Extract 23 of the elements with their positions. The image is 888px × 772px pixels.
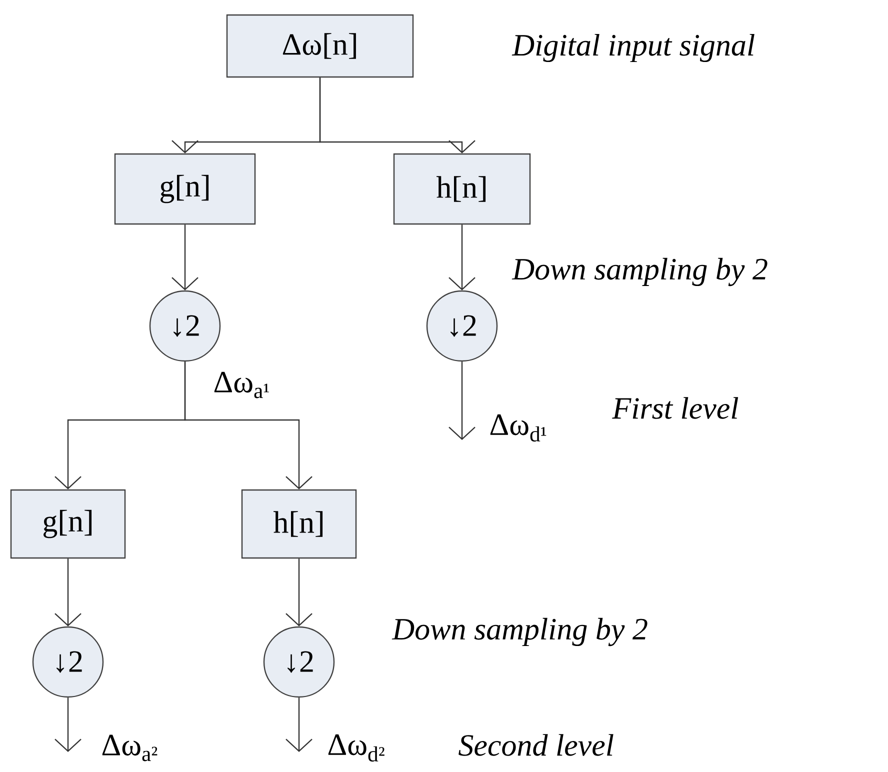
arrow [184, 362, 312, 490]
arrow [319, 78, 476, 154]
signal-label: Δω$_{a¹}$ [212, 370, 272, 400]
filter-box: h[n] [241, 489, 357, 559]
arrow [172, 224, 198, 290]
filter-box: g[n] [114, 153, 256, 225]
filter-box: g[n] [10, 489, 126, 559]
annotation: First level [612, 397, 738, 419]
filter-box: Δω[n] [226, 14, 414, 78]
arrow [54, 558, 82, 626]
annotation: Down sampling by 2 [392, 618, 648, 646]
annotation: Down sampling by 2 [512, 258, 768, 286]
signal-label: Δω$_{a²}$ [100, 734, 160, 762]
annotation: Digital input signal [512, 34, 754, 62]
arrow [54, 698, 82, 752]
filter-box: h[n] [393, 153, 531, 225]
arrow [448, 362, 476, 440]
arrow [286, 558, 312, 626]
signal-label: Δω$_{d¹}$ [488, 413, 548, 443]
arrow [286, 698, 312, 752]
signal-label: Δω$_{d²}$ [326, 733, 386, 763]
arrow [448, 224, 476, 290]
annotation: Second level [458, 734, 614, 756]
